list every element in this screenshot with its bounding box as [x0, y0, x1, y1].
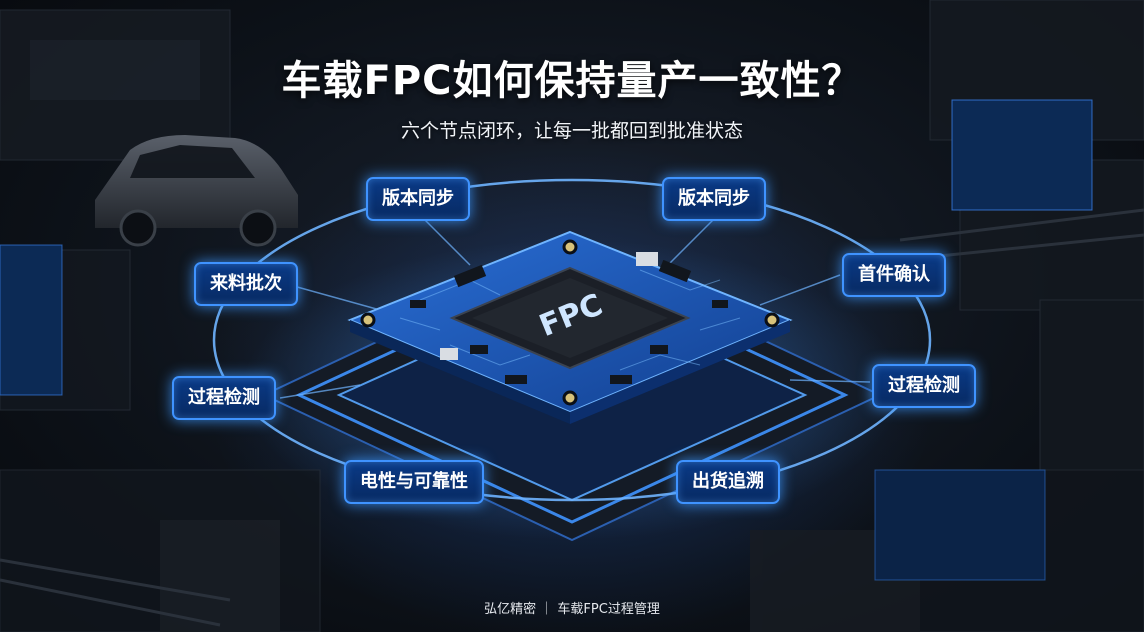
page-subtitle: 六个节点闭环，让每一批都回到批准状态 [400, 120, 743, 142]
node-version-sync-right: 版本同步 [662, 177, 766, 221]
page-title: 车载FPC如何保持量产一致性？ [281, 58, 863, 104]
node-connectors [279, 214, 871, 399]
node-process-inspection-left: 过程检测 [172, 376, 276, 420]
fpc-circuit-board [347, 230, 793, 424]
node-shipment-traceability: 出货追溯 [676, 460, 780, 504]
node-incoming-batch: 来料批次 [194, 262, 298, 306]
node-version-sync-left: 版本同步 [366, 177, 470, 221]
node-process-inspection-right: 过程检测 [872, 364, 976, 408]
node-electrical-reliability: 电性与可靠性 [344, 460, 484, 504]
car-illustration [95, 135, 298, 247]
process-loop-ring [212, 178, 932, 502]
footer-caption: 弘亿精密 ｜ 车载FPC过程管理 [484, 602, 660, 617]
data-screen-panels [0, 99, 1093, 581]
node-first-article: 首件确认 [842, 253, 946, 297]
